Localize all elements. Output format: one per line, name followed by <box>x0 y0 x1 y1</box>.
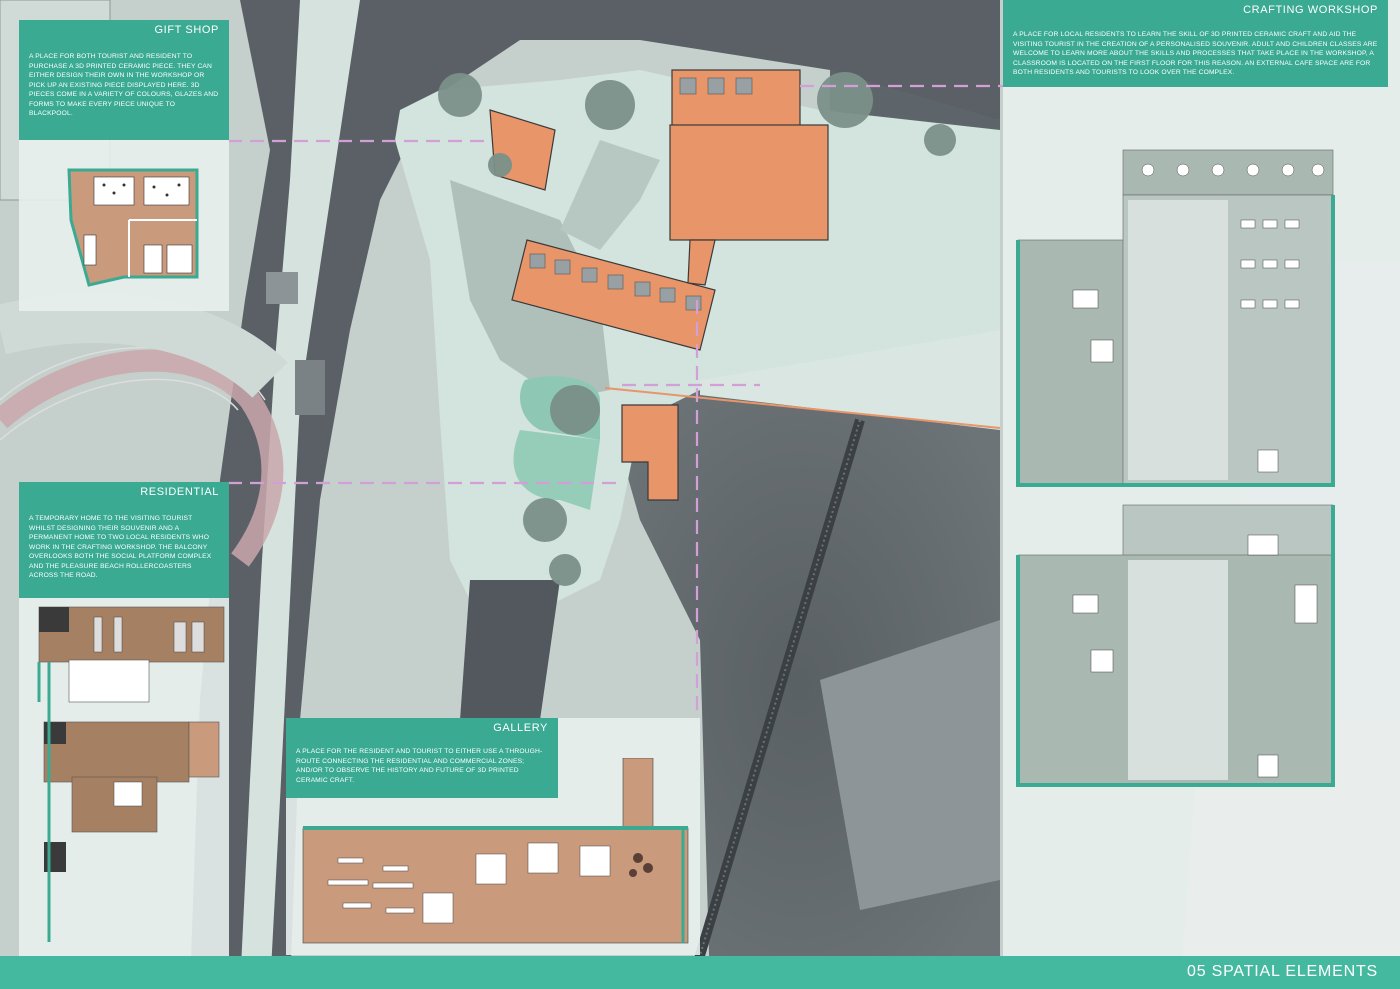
crafting-workshop-description: A PLACE FOR LOCAL RESIDENTS TO LEARN THE… <box>1013 31 1378 77</box>
gift-shop-panel: GIFT SHOP A PLACE FOR BOTH TOURIST AND R… <box>19 20 229 311</box>
building-workshop <box>669 124 829 241</box>
gallery-description: A PLACE FOR THE RESIDENT AND TOURIST TO … <box>296 748 543 784</box>
crafting-workshop-panel: CRAFTING WORKSHOP A PLACE FOR LOCAL RESI… <box>1003 0 1400 956</box>
gallery-panel: GALLERY A PLACE FOR THE RESIDENT AND TOU… <box>286 718 700 955</box>
gallery-header: GALLERY A PLACE FOR THE RESIDENT AND TOU… <box>286 718 558 798</box>
residential-description: A TEMPORARY HOME TO THE VISITING TOURIST… <box>29 515 212 580</box>
residential-header: RESIDENTIAL A TEMPORARY HOME TO THE VISI… <box>19 482 229 598</box>
footer-bar: 05 SPATIAL ELEMENTS <box>0 956 1400 989</box>
crafting-workshop-title: CRAFTING WORKSHOP <box>1243 4 1378 16</box>
gallery-floor-plan <box>302 758 689 944</box>
residential-panel: RESIDENTIAL A TEMPORARY HOME TO THE VISI… <box>19 482 229 956</box>
bridge <box>700 330 1000 430</box>
workshop-first-floor-plan <box>1016 504 1335 787</box>
workshop-ground-floor-plan <box>1016 149 1335 487</box>
page-title: 05 SPATIAL ELEMENTS <box>1187 963 1378 980</box>
residential-title: RESIDENTIAL <box>140 486 219 498</box>
gift-shop-description: A PLACE FOR BOTH TOURIST AND RESIDENT TO… <box>29 53 219 118</box>
gift-shop-floor-plan <box>67 168 199 287</box>
building-residential <box>621 404 679 501</box>
gift-shop-title: GIFT SHOP <box>154 24 219 36</box>
pond <box>513 430 600 510</box>
gift-shop-header: GIFT SHOP A PLACE FOR BOTH TOURIST AND R… <box>19 20 229 140</box>
crafting-workshop-header: CRAFTING WORKSHOP A PLACE FOR LOCAL RESI… <box>1003 0 1388 87</box>
residential-floor-plans <box>37 606 225 942</box>
gallery-title: GALLERY <box>493 722 548 734</box>
